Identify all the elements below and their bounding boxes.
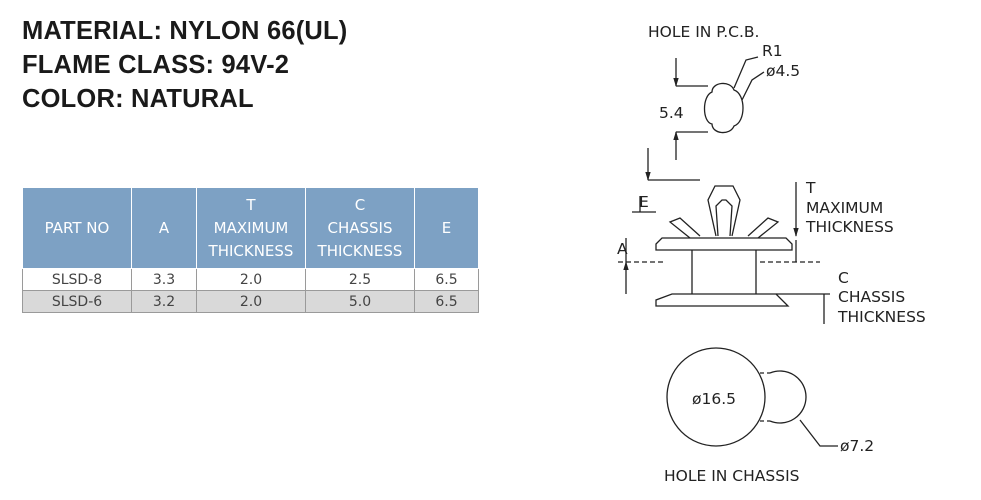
cell-part-no: SLSD-6	[22, 290, 132, 313]
cell-t: 2.0	[196, 290, 306, 313]
pcb-diameter-label: ø4.5	[766, 62, 800, 80]
small-diameter-leader	[799, 419, 838, 447]
hole-chassis-label: HOLE IN CHASSIS	[664, 467, 799, 485]
radius-leader	[733, 56, 759, 89]
left-wing	[668, 217, 701, 239]
large-hole-circle	[666, 347, 766, 447]
a-label: A	[617, 240, 628, 258]
cell-c: 5.0	[305, 290, 415, 313]
table-header-row: PART NO A T MAXIMUM THICKNESS C CHASSIS …	[22, 187, 479, 269]
e-label: E	[639, 193, 649, 211]
cell-e: 6.5	[414, 290, 479, 313]
pcb-height-label: 5.4	[659, 104, 684, 122]
right-wing	[747, 217, 780, 239]
spec-block: MATERIAL: NYLON 66(UL) FLAME CLASS: 94V-…	[22, 14, 348, 116]
t-maximum-label: MAXIMUM	[806, 199, 883, 217]
small-hole-arc	[769, 370, 807, 424]
header-c: C CHASSIS THICKNESS	[305, 187, 415, 269]
table-row: SLSD-6 3.2 2.0 5.0 6.5	[22, 290, 479, 313]
radius-label: R1	[762, 42, 783, 60]
pcb-hole-view: HOLE IN P.C.B. R1 ø4.5 5.4	[648, 23, 800, 160]
c-thickness-label: THICKNESS	[837, 308, 926, 326]
header-e: E	[414, 187, 479, 269]
color-spec: COLOR: NATURAL	[22, 85, 254, 113]
cell-a: 3.2	[131, 290, 197, 313]
top-flange	[655, 237, 793, 251]
material-spec: MATERIAL: NYLON 66(UL)	[22, 17, 348, 45]
t-label: T	[805, 179, 816, 197]
snap-head	[707, 185, 741, 237]
hole-pcb-label: HOLE IN P.C.B.	[648, 23, 759, 41]
flame-class-spec: FLAME CLASS: 94V-2	[22, 51, 290, 79]
cell-e: 6.5	[414, 268, 479, 291]
pcb-hole-outline	[703, 82, 744, 134]
diameter-leader	[741, 71, 765, 101]
c-chassis-label: CHASSIS	[838, 288, 905, 306]
t-thickness-label: THICKNESS	[805, 218, 894, 236]
chassis-hole-view: ø16.5 ø7.2 HOLE IN CHASSIS	[664, 347, 874, 485]
parts-table: PART NO A T MAXIMUM THICKNESS C CHASSIS …	[22, 187, 479, 313]
snap-slot	[715, 199, 733, 237]
cell-a: 3.3	[131, 268, 197, 291]
header-t: T MAXIMUM THICKNESS	[196, 187, 306, 269]
bottom-flange	[655, 293, 790, 307]
c-label: C	[838, 269, 849, 287]
large-diameter-label: ø16.5	[692, 390, 736, 408]
side-view: E A T MAXIMUM THICKNESS C CHASSIS THICKN…	[617, 148, 926, 326]
small-diameter-label: ø7.2	[840, 437, 874, 455]
